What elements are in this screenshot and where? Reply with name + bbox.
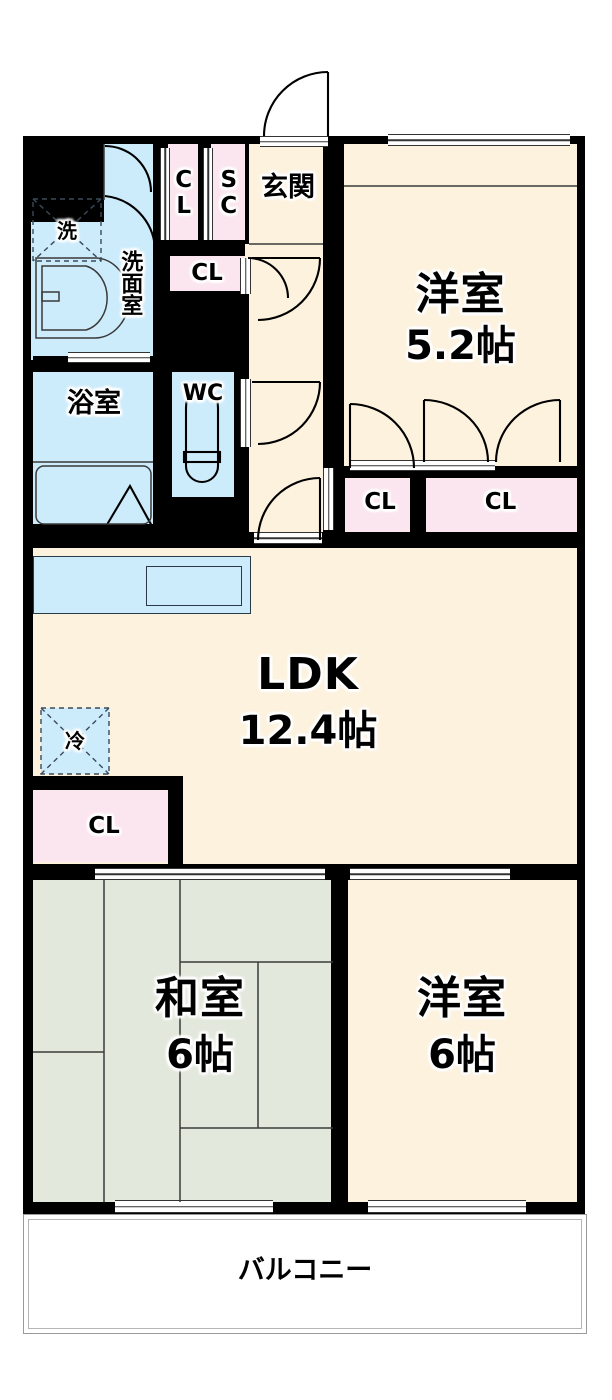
fridge-space bbox=[41, 708, 109, 774]
kitchen-sink bbox=[146, 566, 242, 606]
bedroom-52-floor bbox=[344, 144, 577, 466]
wall-below-hall-closet bbox=[153, 291, 245, 306]
balcony-outline bbox=[23, 1214, 587, 1334]
wall-wc-bottom bbox=[169, 497, 249, 546]
balcony-inner-outline bbox=[28, 1219, 582, 1329]
window-bedroom52-top bbox=[388, 134, 570, 146]
hall-floor bbox=[249, 244, 323, 540]
washroom-corridor-floor bbox=[104, 144, 153, 359]
hall-closet-door bbox=[240, 258, 251, 294]
wall-between-lower-rooms bbox=[331, 872, 348, 1214]
closet-bed-right-floor bbox=[424, 474, 577, 532]
wall-ldk-closet-right bbox=[168, 776, 183, 866]
wall-above-ldk bbox=[249, 532, 577, 548]
window-washitsu-top bbox=[95, 868, 325, 880]
closet-entry-door bbox=[160, 148, 170, 240]
closet-bed-left-floor bbox=[344, 474, 416, 532]
wall-wc-top bbox=[169, 356, 249, 372]
window-bedroom6-bottom bbox=[368, 1200, 526, 1213]
wall-above-hall-closet bbox=[153, 240, 245, 256]
wall-hall-bedroom bbox=[323, 144, 344, 544]
wall-hall-closet-left bbox=[153, 240, 169, 306]
closet-entry-upper-floor bbox=[168, 144, 198, 240]
wall-between-closets bbox=[410, 466, 426, 536]
genkan-floor bbox=[249, 144, 323, 244]
bathroom-floor bbox=[33, 372, 153, 524]
bedroom52-door-sill bbox=[350, 460, 495, 471]
shoe-closet-floor bbox=[211, 144, 245, 240]
window-washitsu-bottom bbox=[115, 1200, 273, 1213]
ldk-door-sill bbox=[254, 532, 322, 544]
washroom-door-sill bbox=[68, 352, 150, 363]
closet-hall-floor bbox=[170, 255, 244, 293]
wall-bath-bottom bbox=[23, 532, 169, 548]
bedroom-6-floor bbox=[347, 880, 577, 1202]
entrance-door-sill bbox=[260, 136, 328, 147]
wc-door bbox=[240, 379, 251, 447]
wall-ldk-closet-top bbox=[23, 776, 183, 790]
wall-bath-right bbox=[153, 356, 169, 546]
closet-left-door bbox=[323, 468, 334, 530]
closet-ldk-floor bbox=[33, 790, 175, 862]
washitsu-floor bbox=[33, 880, 333, 1202]
shoe-closet-door bbox=[203, 148, 213, 240]
wall-washroom-rightlower bbox=[153, 306, 169, 360]
window-bedroom6-top bbox=[350, 868, 510, 880]
toilet-floor bbox=[172, 372, 234, 497]
